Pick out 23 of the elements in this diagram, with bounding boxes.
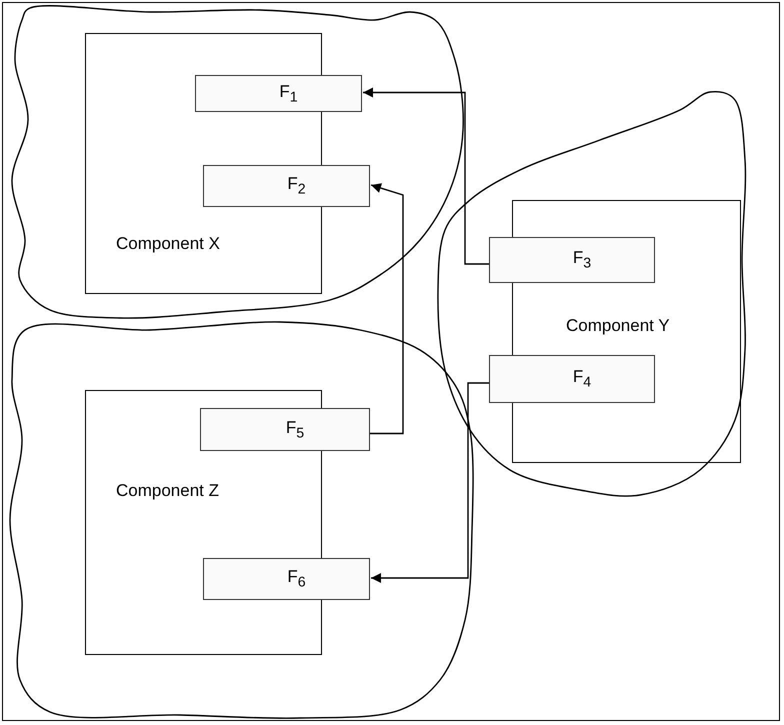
component-box (85, 390, 322, 655)
cloud-outline (8, 320, 473, 720)
arrow (371, 382, 489, 583)
component-box (85, 33, 322, 294)
function-box (203, 165, 370, 207)
function-box (195, 75, 362, 112)
function-label: F$_{6}$ (287, 567, 306, 591)
arrow (370, 183, 404, 434)
component-label: Component Y (566, 316, 670, 336)
component-box (512, 200, 741, 463)
function-label: F$_{3}$ (572, 248, 592, 272)
function-label: F$_{4}$ (572, 367, 592, 391)
function-label: F$_{1}$ (279, 82, 298, 106)
component-label: Component X (116, 234, 220, 254)
cloud-outline (438, 90, 745, 500)
function-box (200, 408, 370, 451)
function-label: F$_{5}$ (286, 418, 304, 442)
component-label: Component Z (116, 481, 219, 501)
function-box (489, 237, 655, 283)
function-box (203, 558, 370, 600)
function-label: F$_{2}$ (287, 174, 306, 198)
arrow (363, 88, 489, 265)
function-box (489, 355, 655, 403)
